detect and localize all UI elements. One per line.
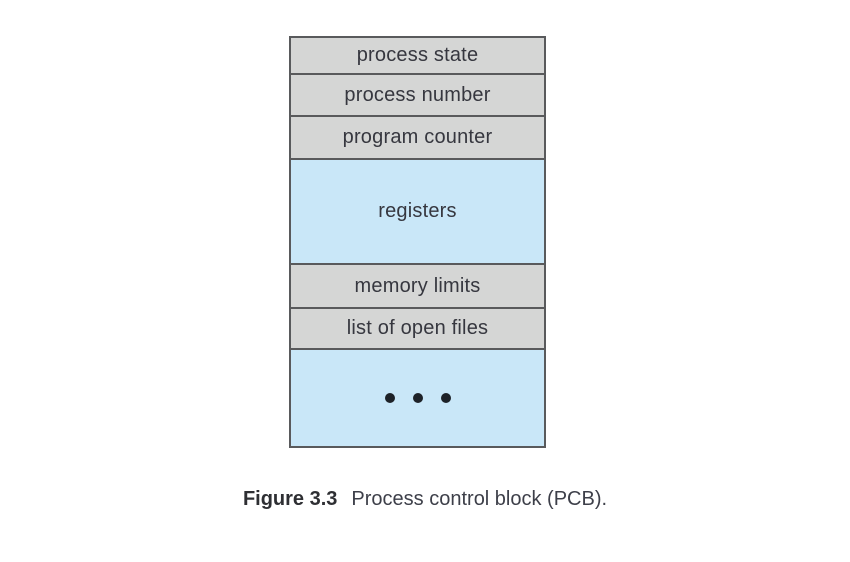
- pcb-row-label: program counter: [342, 126, 493, 148]
- pcb-row-ellipsis: [291, 348, 544, 446]
- pcb-row-label: process number: [344, 83, 491, 106]
- ellipsis-dot: [440, 393, 451, 403]
- pcb-row-process-number: process number: [291, 73, 544, 115]
- pcb-row-label: process state: [356, 44, 479, 66]
- pcb-row-process-state: process state: [291, 38, 544, 73]
- figure-caption-label: Figure 3.3: [242, 488, 338, 510]
- pcb-diagram: process state process number program cou…: [289, 36, 546, 448]
- ellipsis-dot: [412, 393, 423, 403]
- figure-caption-title: Process control block (PCB).: [351, 488, 608, 510]
- figure-caption: Figure 3.3 Process control block (PCB).: [0, 488, 850, 511]
- pcb-row-label: memory limits: [354, 274, 481, 297]
- pcb-row-list-open-files: list of open files: [291, 307, 544, 348]
- pcb-row-label: registers: [378, 200, 457, 222]
- pcb-row-program-counter: program counter: [291, 115, 544, 158]
- ellipsis-dot: [384, 393, 395, 403]
- pcb-row-memory-limits: memory limits: [291, 263, 544, 307]
- pcb-row-label: list of open files: [346, 317, 489, 339]
- pcb-row-registers: registers: [291, 158, 544, 263]
